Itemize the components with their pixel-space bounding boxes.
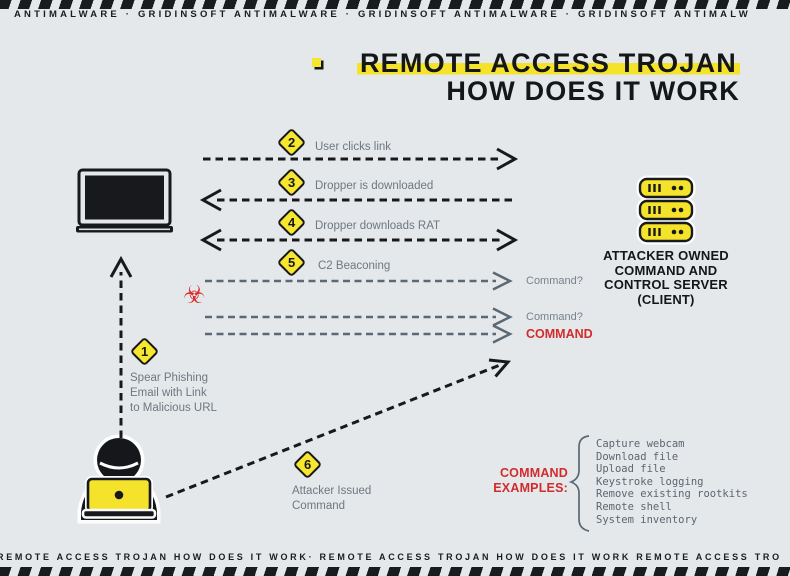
- arrowhead-left-icon: [199, 188, 222, 212]
- step-label-6: Attacker Issued Command: [292, 484, 371, 514]
- step-number: 3: [287, 174, 296, 190]
- server-label: ATTACKER OWNED COMMAND AND CONTROL SERVE…: [566, 248, 766, 307]
- step-label-line: Attacker Issued: [292, 485, 372, 497]
- beacon-label-command-q1: Command?: [526, 275, 583, 287]
- title-line-1: REMOTE ACCESS TROJAN: [356, 48, 740, 78]
- hazard-stripe-bottom: [0, 567, 790, 576]
- command-example-item: System inventory: [596, 513, 698, 526]
- server-label-line: COMMAND AND: [614, 262, 718, 278]
- arrowhead-up-icon: [109, 255, 133, 278]
- command-example-item: Capture webcam: [596, 438, 685, 450]
- step-label-5: C2 Beaconing: [318, 260, 391, 272]
- server-units: [638, 177, 694, 243]
- title-line-2: HOW DOES IT WORK: [446, 76, 740, 106]
- arrowhead-right-icon: [492, 271, 513, 291]
- biohazard-icon: ☣: [183, 280, 206, 309]
- arrowhead-right-icon: [492, 307, 513, 327]
- step-label-line: Command: [292, 500, 346, 512]
- step-number: 2: [287, 134, 296, 150]
- step-number: 4: [287, 214, 296, 230]
- hooded-hacker-icon: [77, 434, 161, 524]
- beacon-label-command: COMMAND: [526, 327, 593, 341]
- command-example-item: Download file: [596, 450, 679, 463]
- step-number: 5: [287, 254, 296, 270]
- page-title: REMOTE ACCESS TROJAN HOW DOES IT WORK: [356, 48, 740, 106]
- server-label-line: CONTROL SERVER: [604, 277, 728, 292]
- top-banner-text: ANTIMALWARE · GRIDINSOFT ANTIMALWARE · G…: [14, 9, 751, 20]
- arrowhead-right-icon: [496, 147, 519, 171]
- arrow-attacker-command: [165, 363, 501, 499]
- arrowhead-right-icon: [496, 228, 519, 252]
- step-label-line: to Malicious URL: [130, 402, 217, 414]
- command-examples-heading-line: EXAMPLES:: [493, 481, 568, 495]
- step-label-2: User clicks link: [315, 141, 392, 153]
- laptop-icon: [76, 168, 173, 233]
- curly-brace-icon: [568, 435, 590, 532]
- bottom-banner-text: REMOTE ACCESS TROJAN HOW DOES IT WORK· R…: [0, 552, 782, 562]
- command-examples-list: Capture webcam Download file Upload file…: [596, 438, 748, 526]
- command-example-item: Remove existing rootkits: [596, 488, 748, 501]
- hazard-stripe-top: [0, 0, 790, 9]
- command-examples-heading: COMMAND EXAMPLES:: [470, 466, 568, 496]
- command-example-item: Keystroke logging: [596, 475, 704, 488]
- step-label-4: Dropper downloads RAT: [315, 220, 441, 232]
- arrowhead-right-icon: [492, 324, 513, 344]
- step-label-line: Spear Phishing: [130, 372, 208, 384]
- step-label-line: Email with Link: [130, 387, 207, 399]
- server-stack-icon: [636, 175, 696, 245]
- beacon-label-command-q2: Command?: [526, 311, 583, 323]
- step-label-1: Spear Phishing Email with Link to Malici…: [130, 371, 217, 416]
- step-label-3: Dropper is downloaded: [315, 180, 434, 192]
- command-examples-heading-line: COMMAND: [499, 466, 568, 480]
- server-label-line: (CLIENT): [637, 291, 695, 307]
- arrowhead-left-icon: [199, 228, 222, 252]
- command-example-item: Remote shell: [596, 500, 672, 513]
- title-bullet-icon: [312, 58, 321, 67]
- command-example-item: Upload file: [596, 463, 666, 476]
- server-label-line: ATTACKER OWNED: [603, 248, 729, 263]
- step-number: 6: [303, 456, 312, 472]
- arrowhead-diagonal-icon: [488, 358, 512, 378]
- step-number: 1: [140, 343, 149, 359]
